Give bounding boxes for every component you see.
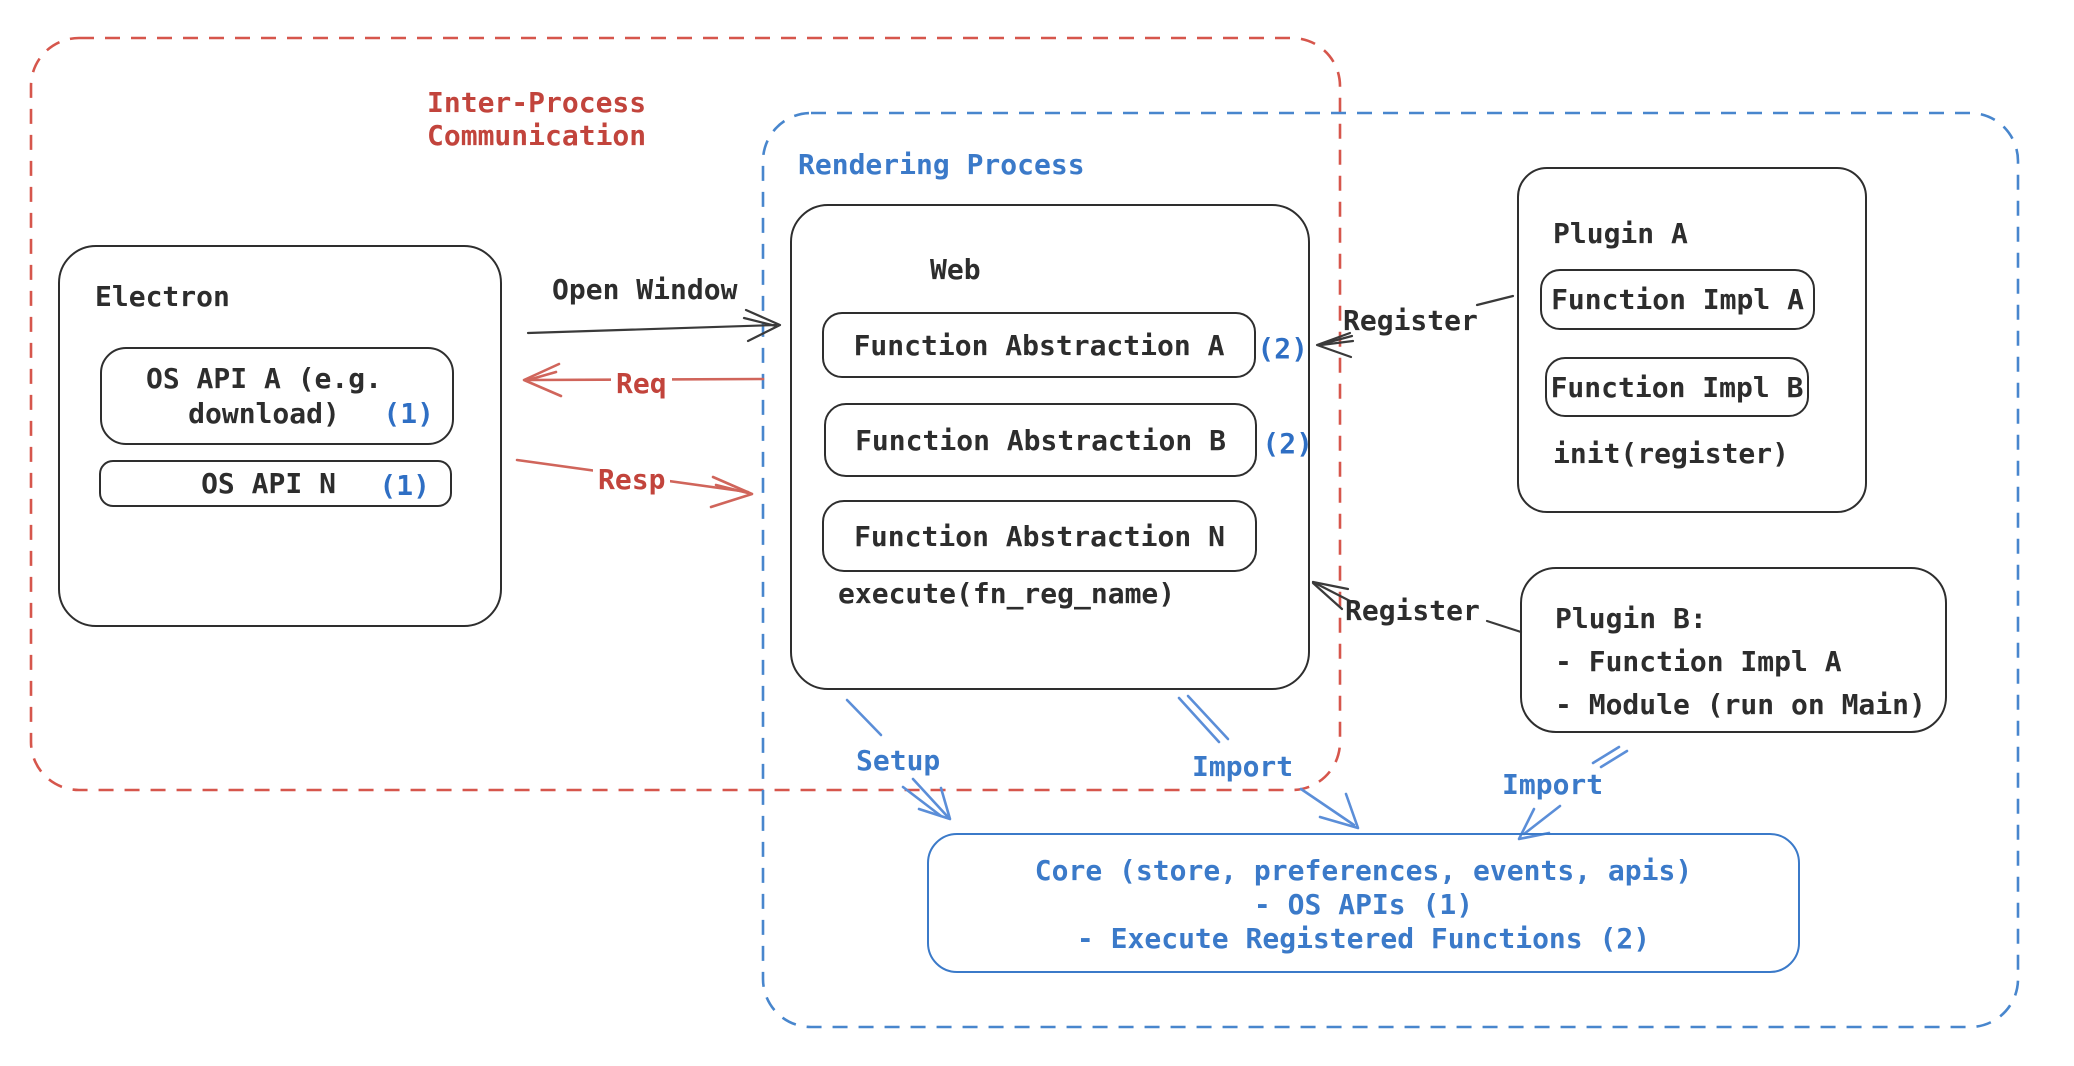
import-web-label: Import (1192, 750, 1294, 783)
setup-label: Setup (856, 744, 941, 777)
register-b-label: Register (1345, 594, 1480, 627)
open-window-arrow (526, 308, 782, 343)
os-api-a-box: OS API A (e.g. download) (1) (100, 347, 454, 445)
os-api-n-box: OS API N (1) (99, 460, 452, 507)
req-label: Req (611, 367, 672, 401)
core-line-2: - OS APIs (1) (1253, 888, 1474, 921)
register-b-arrow (1311, 580, 1523, 634)
core-box: Core (store, preferences, events, apis) … (927, 833, 1800, 973)
plugin-a-title: Plugin A (1553, 217, 1688, 250)
electron-box: Electron OS API A (e.g. download) (1) OS… (58, 245, 502, 627)
core-line-3: - Execute Registered Functions (2) (1076, 922, 1651, 955)
ipc-region-border (29, 36, 1342, 792)
function-abstraction-a-label: Function Abstraction A (853, 328, 1225, 362)
function-impl-a-label: Function Impl A (1551, 283, 1804, 316)
function-impl-a-box: Function Impl A (1540, 269, 1815, 330)
register-a-arrow (1315, 294, 1515, 359)
setup-arrow (845, 698, 952, 821)
rendering-region-label: Rendering Process (798, 148, 1085, 181)
plugin-a-box: Plugin A Function Impl A Function Impl B… (1517, 167, 1867, 513)
ipc-region-label: Inter-Process Communication (427, 86, 647, 152)
web-box: Web Function Abstraction A (2) Function … (790, 204, 1313, 690)
function-abstraction-n-box: Function Abstraction N (822, 500, 1257, 572)
function-abstraction-b-badge: (2) (1262, 427, 1313, 460)
resp-label: Resp (593, 463, 671, 497)
open-window-label: Open Window (552, 273, 738, 306)
import-plugin-label: Import (1502, 768, 1604, 801)
function-abstraction-b-label: Function Abstraction B (855, 423, 1226, 457)
web-title: Web (930, 253, 981, 286)
plugin-b-lines: Plugin B: - Function Impl A - Module (ru… (1555, 602, 1926, 721)
os-api-a-label: OS API A (e.g. download) (145, 362, 382, 430)
function-abstraction-a-box: Function Abstraction A (2) (822, 312, 1308, 378)
import-web-arrow (1177, 694, 1360, 830)
os-api-n-badge: (1) (379, 469, 430, 502)
register-a-label: Register (1343, 304, 1478, 337)
execute-label: execute(fn_reg_name) (838, 577, 1176, 610)
plugin-b-box: Plugin B: - Function Impl A - Module (ru… (1520, 567, 1947, 733)
function-impl-b-box: Function Impl B (1545, 357, 1809, 417)
os-api-a-badge: (1) (383, 397, 434, 430)
import-plugin-arrow (1517, 745, 1629, 841)
init-register-label: init(register) (1553, 437, 1790, 470)
function-impl-b-label: Function Impl B (1550, 370, 1804, 404)
electron-title: Electron (95, 280, 230, 313)
os-api-n-label: OS API N (201, 467, 336, 500)
core-line-1: Core (store, preferences, events, apis) (1034, 854, 1693, 887)
rendering-region-border (761, 111, 2020, 1029)
function-abstraction-b-box: Function Abstraction B (2) (824, 403, 1313, 477)
function-abstraction-n-label: Function Abstraction N (854, 519, 1225, 553)
function-abstraction-a-badge: (2) (1257, 332, 1308, 365)
